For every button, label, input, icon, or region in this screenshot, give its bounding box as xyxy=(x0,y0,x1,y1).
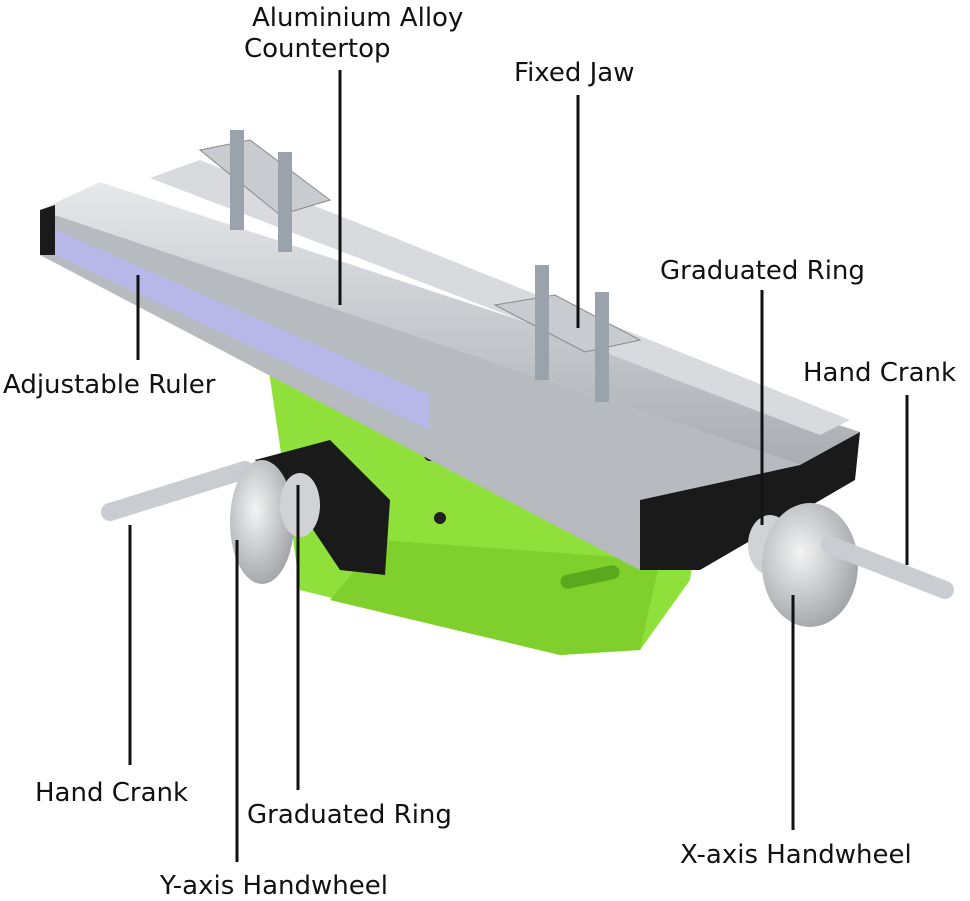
saddle-block xyxy=(255,440,390,575)
adjustable-ruler xyxy=(45,225,430,430)
label-graduated-ring-bottom: Graduated Ring xyxy=(247,800,452,830)
label-fixed-jaw: Fixed Jaw xyxy=(514,58,635,88)
label-x-axis-handwheel: X-axis Handwheel xyxy=(680,840,912,870)
label-countertop-line2: Countertop xyxy=(244,34,391,64)
label-adjustable-ruler: Adjustable Ruler xyxy=(3,370,216,400)
y-axis-handwheel xyxy=(101,460,320,584)
aluminium-countertop xyxy=(40,160,860,570)
x-axis-handwheel xyxy=(748,503,954,627)
label-hand-crank-left: Hand Crank xyxy=(35,778,189,808)
label-graduated-ring-right: Graduated Ring xyxy=(660,256,865,286)
fixed-jaw xyxy=(198,130,642,402)
label-y-axis-handwheel: Y-axis Handwheel xyxy=(160,871,388,901)
label-countertop-line1: Aluminium Alloy xyxy=(252,3,464,33)
leader-lines xyxy=(128,70,909,862)
label-hand-crank-right: Hand Crank xyxy=(803,358,957,388)
